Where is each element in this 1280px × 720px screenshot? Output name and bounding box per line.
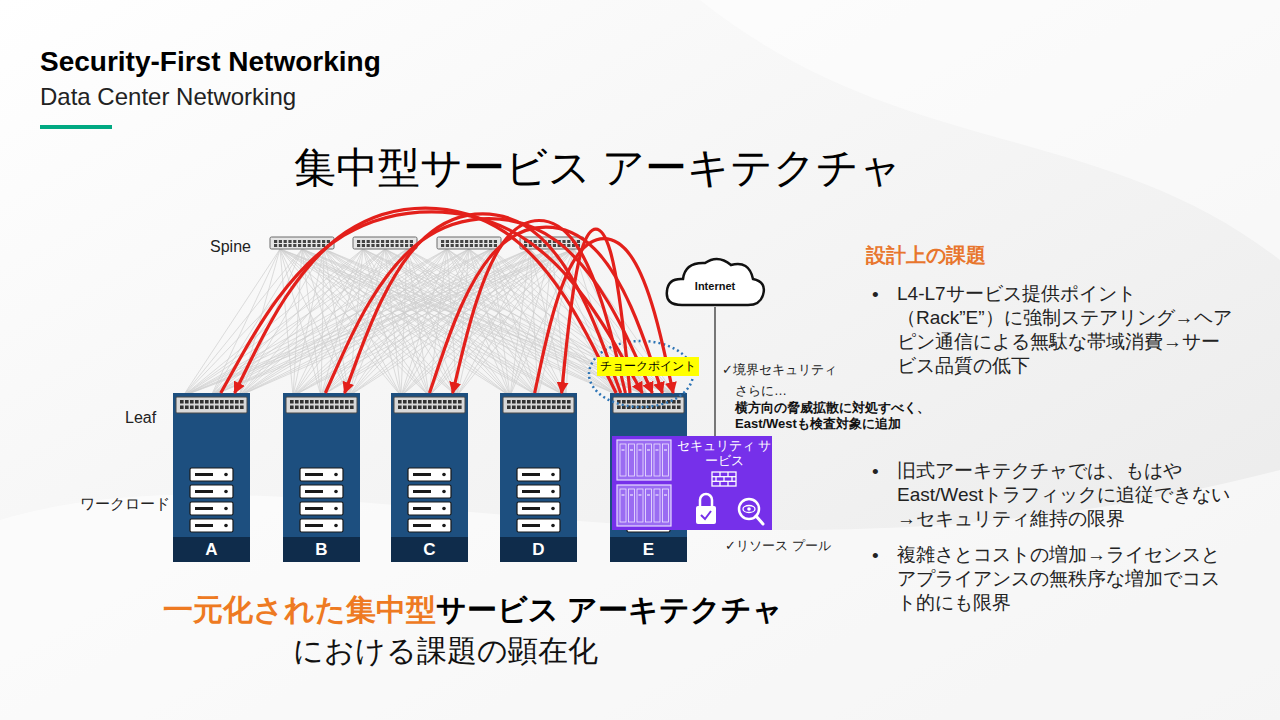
tier-label: Leaf xyxy=(125,408,156,428)
security-service-pool: セキュリティ サービス xyxy=(612,436,772,530)
fabric-link xyxy=(211,249,302,396)
chokepoint-tag: チョークポイント xyxy=(597,357,699,376)
fabric-link xyxy=(293,249,530,396)
workload-server xyxy=(300,485,343,498)
fabric-link xyxy=(183,249,447,396)
note: East/Westも検査対象に追加 xyxy=(735,416,901,432)
bullet-mark: • xyxy=(872,283,879,307)
fabric-link xyxy=(211,249,469,396)
workload-server xyxy=(408,485,451,498)
note: ✓境界セキュリティ xyxy=(722,362,837,378)
rack xyxy=(391,393,468,562)
traffic-arrow xyxy=(221,212,643,393)
workload-server xyxy=(517,502,560,515)
node-text: D xyxy=(500,537,577,562)
workload-server xyxy=(190,519,233,532)
leaf-switch xyxy=(286,397,357,413)
traffic-arrow xyxy=(345,214,621,393)
node-text: B xyxy=(283,537,360,562)
fabric-link xyxy=(491,249,566,396)
workload-server xyxy=(517,485,560,498)
workload-server xyxy=(408,502,451,515)
uplink-line xyxy=(714,307,715,436)
leaf-switch xyxy=(176,397,247,413)
background-swoosh xyxy=(700,0,1280,260)
bullet-mark: • xyxy=(872,544,879,568)
fabric-link xyxy=(239,249,552,396)
section-heading: 設計上の課題 xyxy=(866,243,986,268)
accent-bar xyxy=(40,125,112,129)
lock-icon xyxy=(696,494,716,524)
internet-cloud: Internet xyxy=(662,255,768,307)
fabric-link xyxy=(239,249,574,396)
node-text: Internet xyxy=(695,270,735,292)
rack: B xyxy=(283,393,360,562)
leaf-switch xyxy=(613,397,684,413)
appliance-chassis xyxy=(617,440,671,480)
fabric-link xyxy=(293,249,552,396)
background-swoosh xyxy=(0,470,1280,720)
brand-title: Security-First Networking xyxy=(40,44,381,79)
rack: セキュリティ サービスE xyxy=(610,393,687,562)
fabric-link xyxy=(183,249,407,396)
rack: A xyxy=(173,393,250,562)
node-text: C xyxy=(391,537,468,562)
rack xyxy=(173,393,250,562)
node-text: チョークポイント xyxy=(600,358,696,375)
fabric-link xyxy=(183,249,552,396)
spine-switch xyxy=(437,237,501,249)
fabric-link xyxy=(401,249,552,396)
leaf-switch xyxy=(503,397,574,413)
inspection-icon xyxy=(739,499,763,524)
workload-server xyxy=(517,468,560,481)
workload-server xyxy=(190,502,233,515)
caption-part: 一元化された集中型 xyxy=(163,591,436,629)
leaf-switch xyxy=(394,397,465,413)
fabric-link xyxy=(349,249,530,396)
workload-server xyxy=(408,519,451,532)
caption-part: サービス アーキテクチャ xyxy=(436,591,783,629)
bullet-text: 複雑さとコストの増加→ライセンスとアプライアンスの無秩序な増加でコスト的にも限界 xyxy=(897,543,1232,615)
spine-switch xyxy=(353,237,417,249)
fabric-link xyxy=(457,249,574,396)
tier-label: ワークロード xyxy=(80,494,170,513)
rack xyxy=(500,393,577,562)
node-text: E xyxy=(610,537,687,562)
workload-server xyxy=(300,468,343,481)
note: ✓リソース プール xyxy=(725,538,831,554)
firewall-icon xyxy=(712,472,736,486)
workload-server xyxy=(517,519,560,532)
caption-part: における課題の顕在化 xyxy=(293,632,598,670)
fabric-link xyxy=(401,249,530,396)
workload-server xyxy=(190,485,233,498)
rack xyxy=(283,393,360,562)
workload-server xyxy=(300,502,343,515)
workload-server xyxy=(300,519,343,532)
workload-server xyxy=(408,468,451,481)
rack: C xyxy=(391,393,468,562)
tier-label: Spine xyxy=(210,237,251,257)
workload-server xyxy=(190,468,233,481)
brand-subtitle: Data Center Networking xyxy=(40,82,296,112)
note: 横方向の脅威拡散に対処すべく、 xyxy=(735,400,930,416)
appliance-chassis xyxy=(617,485,671,526)
rack: D xyxy=(500,393,577,562)
note: さらに… xyxy=(735,383,787,399)
fabric-link xyxy=(183,249,385,396)
fabric-link xyxy=(239,249,324,396)
slide-title: 集中型サービス アーキテクチャ xyxy=(294,142,903,194)
fabric-link xyxy=(183,249,491,396)
fabric-link xyxy=(183,249,574,396)
node-text: A xyxy=(173,537,250,562)
bullet-text: 旧式アーキテクチャでは、もはやEast/Westトラフィックに追従できない→セキ… xyxy=(897,459,1232,531)
node-text: セキュリティ サービス xyxy=(676,436,772,468)
bullet-mark: • xyxy=(872,460,879,484)
bullet-text: L4-L7サービス提供ポイント（Rack”E”）に強制ステアリング→ヘアピン通信… xyxy=(897,282,1232,378)
